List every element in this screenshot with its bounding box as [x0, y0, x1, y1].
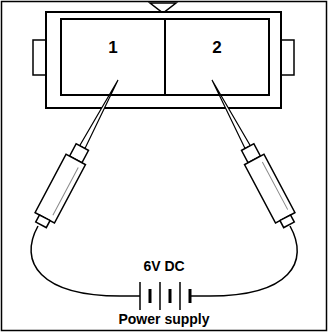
wire	[210, 226, 297, 296]
test-probe	[202, 75, 298, 230]
battery-plate	[159, 282, 161, 310]
battery-plate	[179, 282, 181, 310]
test-probe	[31, 75, 127, 230]
terminal-number: 1	[62, 38, 164, 58]
terminal-compartment: 2	[164, 18, 270, 96]
supply-label: Power supply	[0, 311, 328, 327]
wire	[31, 226, 120, 296]
side-tab	[281, 40, 294, 75]
battery-plate	[169, 289, 172, 303]
battery-plate	[149, 289, 152, 303]
voltage-label: 6V DC	[0, 258, 328, 274]
battery-symbol	[120, 282, 210, 310]
battery-plate	[139, 282, 141, 310]
terminal-number: 2	[166, 38, 268, 58]
side-tab	[33, 40, 46, 75]
battery-plate	[189, 289, 192, 303]
component-body	[46, 12, 281, 108]
terminal-compartment: 1	[60, 18, 166, 96]
